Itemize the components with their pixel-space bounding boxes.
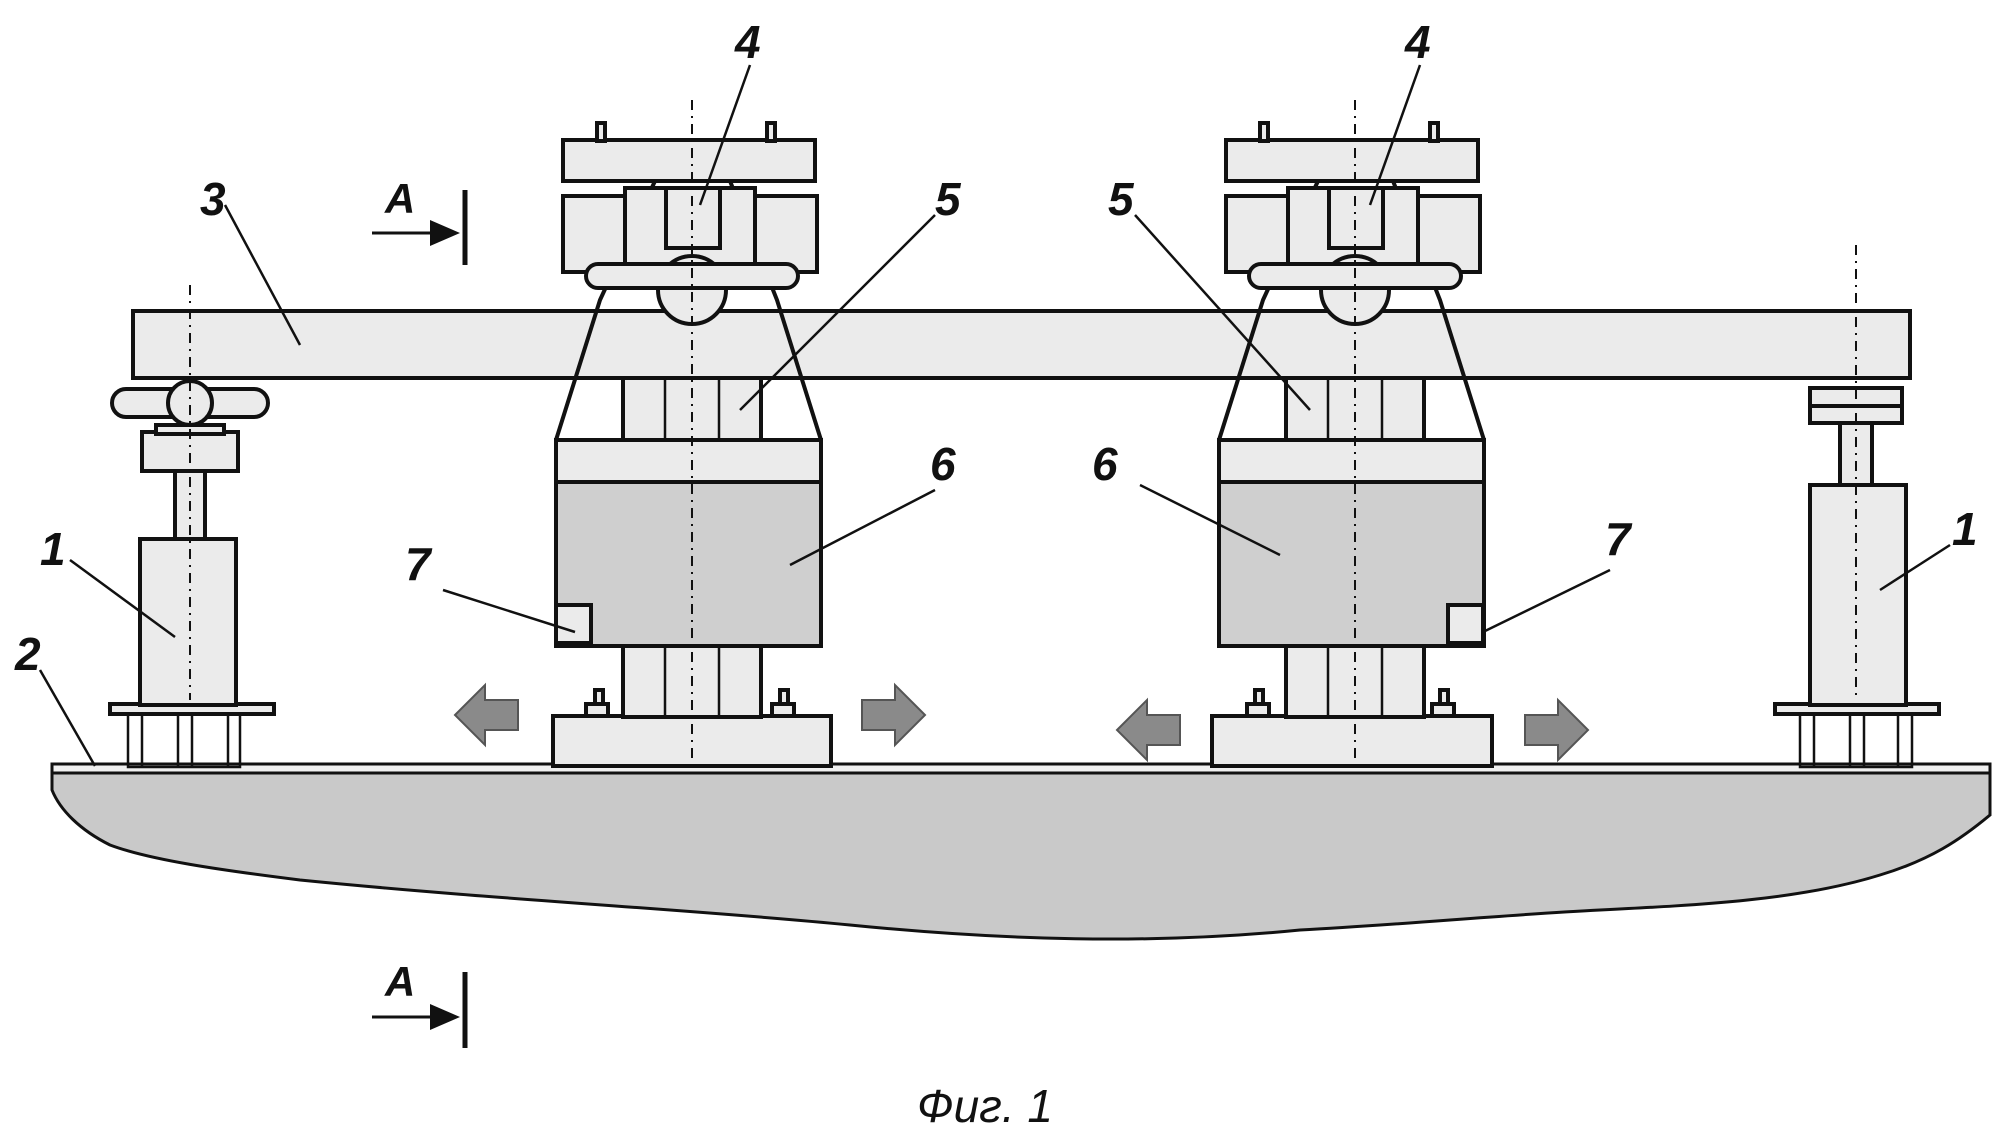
label-column-right: 5 — [1108, 173, 1135, 225]
arrow-left-icon — [1115, 697, 1181, 763]
label-head-right: 4 — [1404, 16, 1431, 68]
jack-left — [108, 285, 276, 769]
press-unit-left — [551, 100, 833, 768]
label-sensor-left: 7 — [405, 538, 433, 590]
label-jack-left: 1 — [40, 523, 66, 575]
label-base: 2 — [14, 628, 41, 680]
label-block-left: 6 — [930, 438, 956, 490]
label-jack-right: 1 — [1952, 503, 1978, 555]
sensor-left — [554, 603, 593, 645]
arrow-right-icon — [1524, 697, 1590, 763]
section-marker-bottom: A — [372, 958, 468, 1048]
label-beam: 3 — [200, 173, 226, 225]
press-unit-right — [1210, 100, 1494, 768]
ground-base — [50, 768, 1992, 941]
arrow-left-icon — [453, 682, 519, 748]
sensor-right — [1446, 603, 1485, 645]
leader-lines — [38, 64, 1951, 767]
jack-right — [1773, 245, 1941, 769]
section-marker-top: A — [372, 175, 468, 265]
arrow-right-icon — [861, 682, 927, 748]
label-column-left: 5 — [935, 173, 962, 225]
figure-caption: Фиг. 1 — [917, 1080, 1053, 1131]
base-surface-line — [50, 762, 1992, 775]
section-label-top: A — [384, 175, 415, 222]
label-sensor-right: 7 — [1605, 513, 1633, 565]
beam — [131, 309, 1912, 380]
label-head-left: 4 — [734, 16, 761, 68]
label-block-right: 6 — [1092, 438, 1118, 490]
movement-arrows — [453, 682, 1590, 763]
section-label-bottom: A — [384, 958, 415, 1005]
